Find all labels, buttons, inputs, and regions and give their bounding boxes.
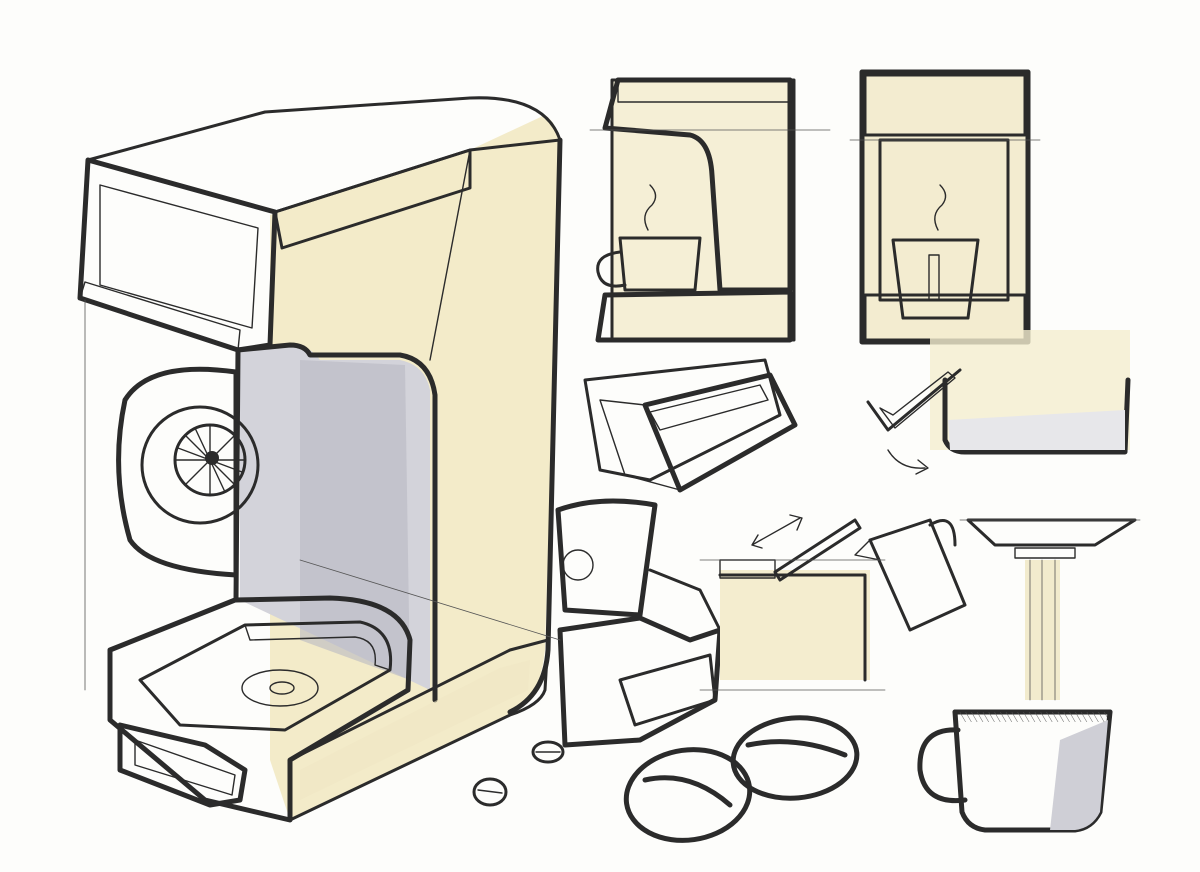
coffee-stream-lines — [1029, 559, 1056, 701]
pitcher-detail — [854, 518, 967, 632]
small-machine-view — [555, 498, 723, 748]
front-view-cup — [891, 238, 980, 320]
small-machine-body — [557, 615, 723, 748]
coffee-bean-small-2 — [531, 740, 565, 764]
rotation-arrow-head-icon — [915, 459, 929, 475]
tank-shade — [720, 570, 870, 680]
brew-head-panel — [99, 184, 259, 329]
column-inner-gradient — [300, 360, 410, 680]
lid-edge-hatch — [273, 148, 472, 250]
hinge-panel-shade — [948, 410, 1125, 450]
pitcher-spout — [854, 539, 881, 561]
drawer-inner-hatch — [649, 384, 769, 431]
drawer-box — [583, 358, 782, 482]
drawer-left-hatch — [599, 399, 681, 491]
base-right-face — [288, 638, 550, 822]
construction-lines — [84, 129, 1141, 691]
hinge-lever — [866, 368, 962, 432]
grinder-wheel-outer — [140, 405, 260, 525]
rear-side-housing — [116, 366, 239, 578]
side-view-bg — [612, 80, 794, 340]
water-tank-lid-detail — [718, 514, 870, 682]
drip-tray-drain-center — [269, 681, 295, 695]
pitcher-handle — [928, 519, 957, 547]
drip-tray-rim-hatch — [244, 621, 392, 671]
cup-handle — [917, 727, 968, 804]
tank-box — [718, 573, 867, 682]
front-view-steam — [934, 184, 947, 231]
coffee-bean-large-right — [730, 715, 860, 801]
side-view-column — [602, 77, 793, 293]
side-view-with-cup — [595, 77, 796, 343]
small-machine-wheel-icon — [562, 549, 594, 581]
cup-shade — [1050, 720, 1108, 830]
tank-lid-open — [773, 518, 862, 582]
coffee-beans — [472, 715, 860, 843]
hinge-rotation-detail — [866, 330, 1131, 475]
small-machine-top — [555, 498, 658, 618]
coffee-bean-small-1 — [472, 777, 508, 807]
cup-rim-hatch — [958, 712, 1108, 722]
pitcher-body — [868, 518, 967, 632]
coffee-cup — [917, 709, 1113, 833]
side-view-frame — [610, 78, 796, 342]
portafilter-nozzle — [1014, 547, 1076, 559]
front-drawer-face — [134, 739, 236, 796]
portafilter-pour-detail — [966, 518, 1137, 701]
side-view-cup — [618, 236, 702, 292]
brew-head-front — [77, 157, 278, 353]
main-coffee-machine-perspective — [77, 96, 563, 823]
front-view-top — [863, 73, 1027, 137]
hinge-lever-hatch — [879, 371, 956, 429]
front-drawer — [117, 722, 248, 808]
base-right-face-tint — [300, 660, 530, 800]
column-outline — [235, 342, 438, 703]
small-machine-column — [648, 568, 722, 632]
small-machine-drawer — [618, 653, 717, 727]
drip-tray-drain-icon — [241, 669, 319, 707]
rotation-arrow-icon — [887, 449, 926, 469]
drip-tray-drawer-detail — [583, 358, 798, 493]
lid-double-arrow-icon — [751, 514, 803, 549]
front-view-cup-window-icon — [928, 254, 940, 301]
front-view-bg — [862, 72, 1028, 342]
coffee-stream — [1025, 560, 1060, 700]
brew-head-underside — [79, 281, 241, 351]
body-front-edge — [429, 149, 471, 361]
side-view-steam — [644, 184, 657, 231]
grinder-hub-icon — [205, 451, 219, 465]
front-view-with-cup — [859, 69, 1031, 345]
portafilter-plate — [966, 518, 1137, 547]
